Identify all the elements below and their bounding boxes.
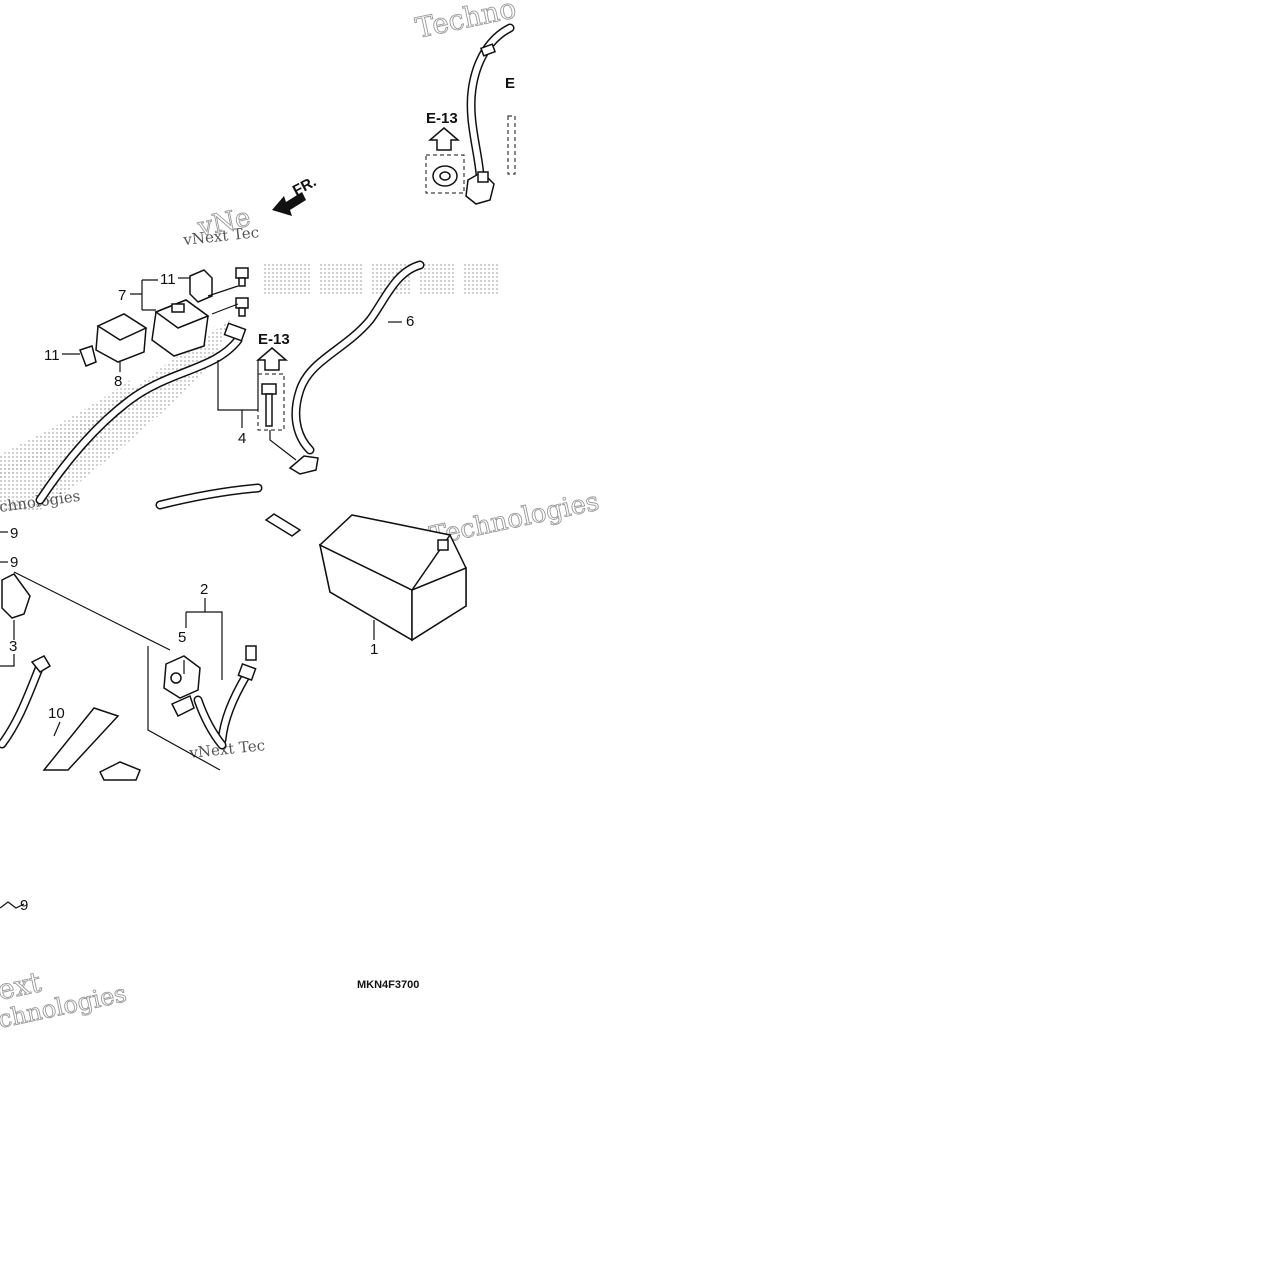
clip-11-lower (79, 345, 97, 367)
callout-11-a: 11 (160, 271, 176, 288)
small-bolt-icon (235, 267, 249, 317)
cable-6 (288, 260, 425, 475)
brand-logo (0, 262, 498, 510)
direction-label: FR. (290, 173, 319, 199)
strap-10 (42, 707, 120, 771)
callout-5: 5 (178, 629, 186, 646)
callout-1: 1 (370, 641, 378, 658)
watermark: ext (0, 965, 45, 1007)
cable-4 (35, 322, 247, 505)
callout-11-b: 11 (44, 347, 60, 364)
callout-9-a: 9 (10, 525, 18, 542)
diagram-code: MKN4F3700 (357, 979, 419, 991)
reference-e13-top: E-13 (425, 110, 465, 194)
relay-8 (95, 313, 148, 363)
callout-3: 3 (9, 638, 17, 655)
cable-2 (193, 645, 257, 750)
clip-11-upper (189, 269, 213, 303)
ref-label: E-13 (426, 110, 458, 127)
battery (318, 514, 467, 642)
ref-label: E-13 (258, 331, 290, 348)
top-cable (465, 23, 515, 205)
callout-2: 2 (200, 581, 208, 598)
honda-logo-letters (262, 262, 498, 294)
ref-label-partial: E (505, 75, 515, 92)
callout-9-c: 9 (20, 897, 28, 914)
bolt-icon (261, 383, 277, 427)
callout-4: 4 (238, 430, 246, 447)
watermark: Techno (413, 0, 519, 45)
callout-9-b: 9 (10, 554, 18, 571)
reference-e13-middle: E-13 (255, 331, 297, 461)
callout-6: 6 (406, 313, 414, 330)
terminal-5 (163, 655, 201, 718)
cable-left (0, 655, 52, 749)
callout-8: 8 (114, 373, 122, 390)
forward-direction-arrow: FR. (272, 173, 319, 216)
callout-10: 10 (48, 705, 65, 722)
callout-7: 7 (118, 287, 126, 304)
terminal-cover-3 (1, 573, 31, 619)
detail-box (507, 115, 516, 175)
relay-7 (151, 299, 210, 357)
